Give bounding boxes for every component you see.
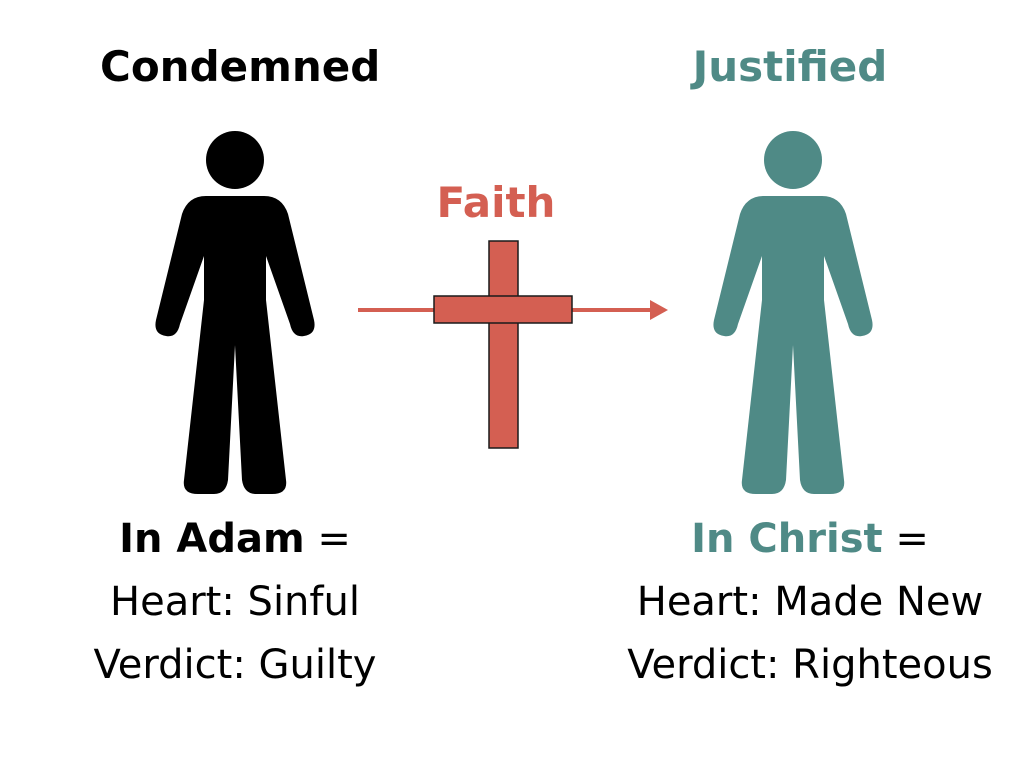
cross-vertical-beam <box>488 240 519 449</box>
person-icon-left <box>155 131 315 494</box>
arrow-head <box>650 300 668 320</box>
cross-center-fill <box>490 297 517 322</box>
person-right-head <box>764 131 822 189</box>
person-right-body <box>713 196 873 494</box>
justified-heading: Justified <box>692 42 888 91</box>
person-left-head <box>206 131 264 189</box>
person-left-body <box>155 196 315 494</box>
in-christ-caption: In Christ = Heart: Made New Verdict: Rig… <box>605 508 1015 697</box>
verdict-guilty-line: Verdict: Guilty <box>93 642 377 688</box>
in-adam-equals: = <box>304 516 351 562</box>
heart-made-new-line: Heart: Made New <box>636 579 984 625</box>
in-christ-line: In Christ = <box>605 508 1015 571</box>
in-adam-label: In Adam <box>119 516 305 562</box>
heart-sinful-line: Heart: Sinful <box>110 579 360 625</box>
in-adam-line: In Adam = <box>60 508 410 571</box>
person-icon-right <box>713 131 873 494</box>
faith-label: Faith <box>436 178 556 227</box>
in-christ-label: In Christ <box>691 516 883 562</box>
condemned-heading: Condemned <box>100 42 381 91</box>
in-adam-caption: In Adam = Heart: Sinful Verdict: Guilty <box>60 508 410 697</box>
cross-icon <box>433 240 573 449</box>
in-christ-equals: = <box>882 516 929 562</box>
verdict-righteous-line: Verdict: Righteous <box>627 642 993 688</box>
